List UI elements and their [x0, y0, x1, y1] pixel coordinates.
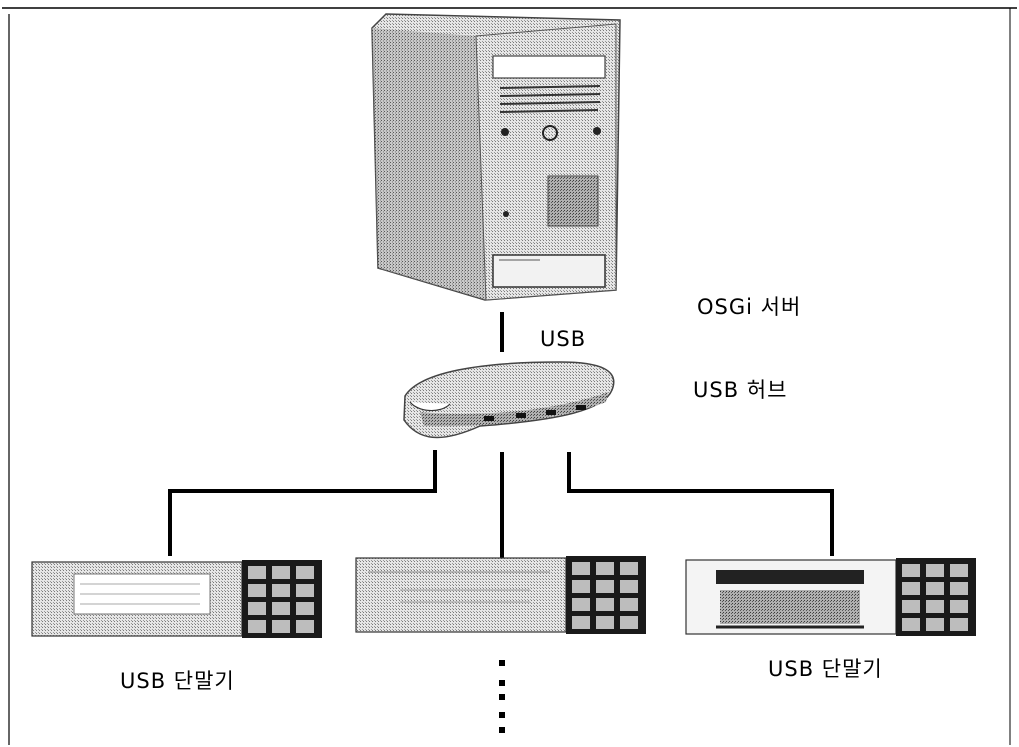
keypad-key: [902, 600, 920, 613]
keypad-key: [296, 566, 314, 579]
usb-cable-hub-left: [170, 450, 435, 556]
server-button: [501, 128, 509, 136]
keypad-key: [950, 564, 968, 577]
vertical-ellipsis-icon: [499, 660, 505, 733]
keypad-key: [272, 566, 290, 579]
keypad-key: [596, 598, 614, 611]
keypad-key: [926, 618, 944, 631]
server-label: OSGi 서버: [697, 291, 801, 321]
hub-label: USB 허브: [693, 374, 787, 404]
server-tower-icon: [372, 14, 620, 300]
keypad-key: [902, 564, 920, 577]
keypad-key: [248, 584, 266, 597]
usb-hub-icon: [404, 362, 614, 437]
keypad-key: [596, 562, 614, 575]
keypad-key: [272, 620, 290, 633]
keypad-key: [248, 566, 266, 579]
keypad-key: [950, 582, 968, 595]
keypad-key: [596, 616, 614, 629]
keypad-key: [620, 562, 638, 575]
keypad-key: [926, 600, 944, 613]
keypad-key: [620, 598, 638, 611]
keypad-key: [572, 562, 590, 575]
keypad-key: [950, 618, 968, 631]
keypad-key: [620, 616, 638, 629]
keypad-key: [272, 602, 290, 615]
terminal-left-label: USB 단말기: [120, 665, 235, 695]
keypad-key: [296, 584, 314, 597]
keypad-key: [620, 580, 638, 593]
keypad-key: [248, 620, 266, 633]
keypad-key: [902, 618, 920, 631]
keypad-key: [248, 602, 266, 615]
keypad-key: [572, 580, 590, 593]
keypad-key: [572, 598, 590, 611]
keypad-key: [902, 582, 920, 595]
server-vent-grille: [548, 176, 598, 226]
keypad-key: [926, 564, 944, 577]
keypad-key: [950, 600, 968, 613]
keypad-key: [272, 584, 290, 597]
keypad-key: [296, 620, 314, 633]
keypad-key: [926, 582, 944, 595]
terminal-right-label: USB 단말기: [768, 653, 883, 683]
server-drive-bay: [493, 56, 605, 78]
keypad-key: [572, 616, 590, 629]
keypad-key: [296, 602, 314, 615]
keypad-key: [596, 580, 614, 593]
usb-cable-hub-right: [569, 452, 832, 556]
usb-link-label: USB: [540, 327, 586, 351]
